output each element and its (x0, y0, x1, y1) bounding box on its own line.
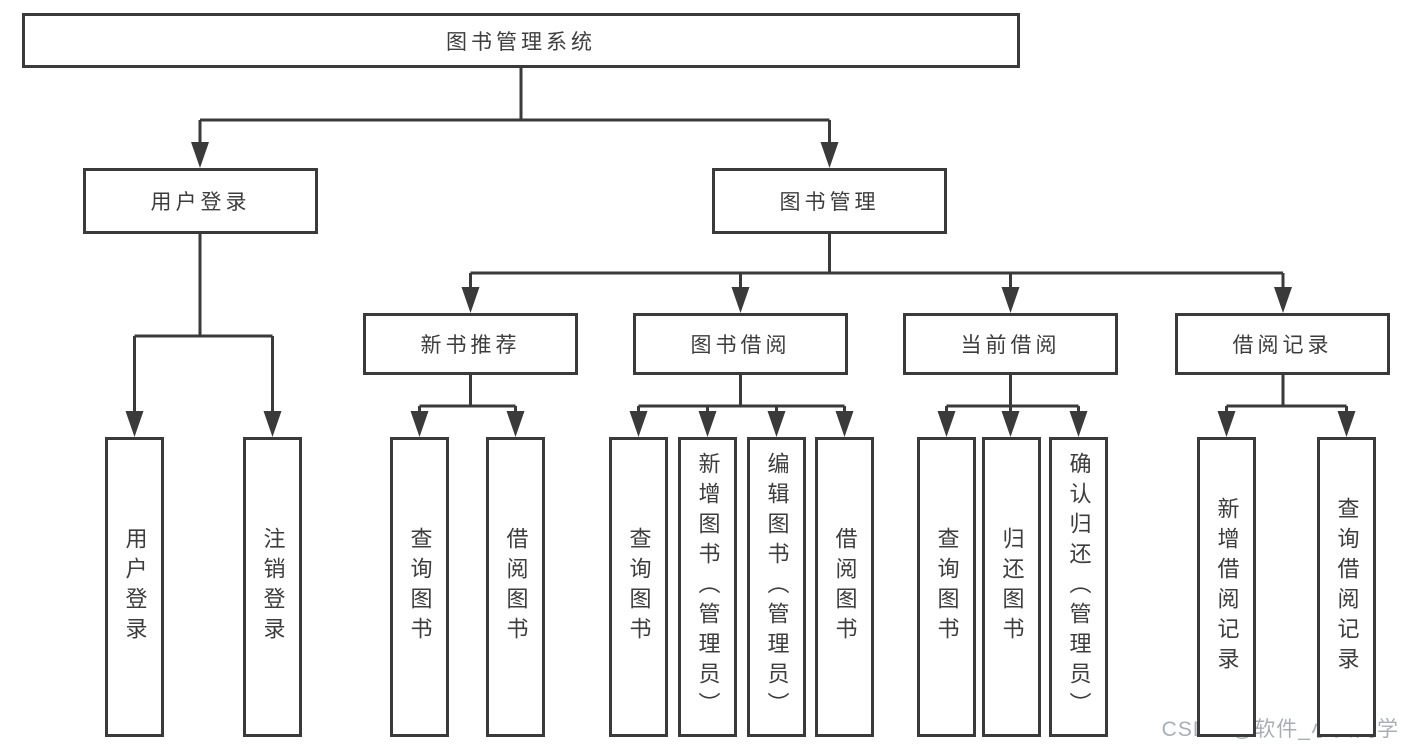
node-leaf-borrow-books-1: 借阅图书 (486, 437, 545, 737)
node-book-borrowing: 图书借阅 (633, 313, 848, 375)
arrowhead-icon (731, 287, 750, 313)
node-leaf-edit-books: 编辑图书（管理员） (747, 437, 806, 737)
node-leaf-borrow-books-2: 借阅图书 (815, 437, 874, 737)
arrowhead-icon (125, 411, 144, 437)
arrowhead-icon (820, 142, 839, 168)
connector-borrowing-records (1217, 375, 1356, 437)
node-leaf-query-books-2: 查询图书 (609, 437, 668, 737)
arrowhead-icon (1337, 411, 1356, 437)
arrowhead-icon (191, 142, 209, 168)
connector-new-book-recommendation (410, 375, 525, 437)
arrowhead-icon (767, 411, 786, 437)
node-leaf-query-borrow-record: 查询借阅记录 (1317, 437, 1376, 737)
arrowhead-icon (1217, 411, 1236, 437)
arrowhead-icon (1274, 287, 1292, 313)
node-root: 图书管理系统 (22, 13, 1020, 68)
node-book-management: 图书管理 (712, 168, 947, 234)
node-leaf-query-books-3: 查询图书 (917, 437, 976, 737)
arrowhead-icon (410, 411, 429, 437)
connector-book-borrowing (629, 375, 854, 437)
arrowhead-icon (1069, 411, 1088, 437)
node-leaf-add-books: 新增图书（管理员） (678, 437, 737, 737)
node-leaf-user-login: 用户登录 (105, 437, 164, 737)
arrowhead-icon (461, 287, 480, 313)
node-leaf-logout: 注销登录 (243, 437, 302, 737)
arrowhead-icon (1001, 287, 1020, 313)
arrowhead-icon (937, 411, 956, 437)
connector-current-borrowing (937, 375, 1088, 437)
connector-user-login (125, 234, 282, 437)
node-leaf-add-borrow-record: 新增借阅记录 (1197, 437, 1256, 737)
arrowhead-icon (506, 411, 525, 437)
node-user-login: 用户登录 (83, 168, 318, 234)
node-current-borrowing: 当前借阅 (903, 313, 1118, 375)
node-leaf-query-books-1: 查询图书 (390, 437, 449, 737)
node-leaf-confirm-return: 确认归还（管理员） (1049, 437, 1108, 737)
arrowhead-icon (263, 411, 282, 437)
node-borrowing-records: 借阅记录 (1175, 313, 1390, 375)
node-new-book-recommendation: 新书推荐 (363, 313, 578, 375)
arrowhead-icon (1001, 411, 1020, 437)
arrowhead-icon (835, 411, 854, 437)
connector-root (191, 68, 839, 168)
arrowhead-icon (698, 411, 717, 437)
connector-book-management (461, 234, 1292, 313)
node-leaf-return-books: 归还图书 (982, 437, 1041, 737)
arrowhead-icon (629, 411, 648, 437)
